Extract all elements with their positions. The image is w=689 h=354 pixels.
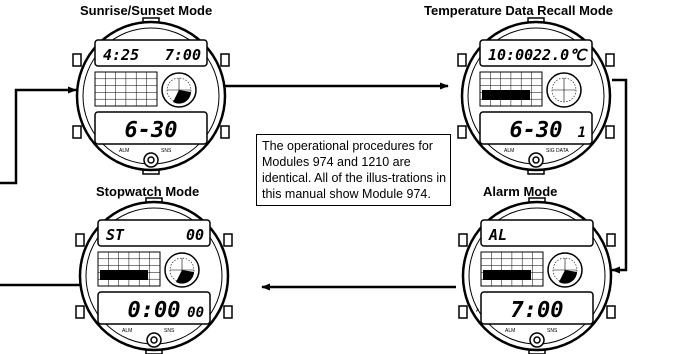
status-label: SNS	[161, 148, 172, 154]
status-label: SNS	[164, 328, 175, 334]
main-readout: 6-30	[125, 118, 178, 143]
main-readout: 0:00	[128, 298, 181, 323]
top-right-readout: 22.0℃	[532, 46, 588, 64]
alarm-watch: AL 7:00 A ALM SNS	[458, 197, 616, 354]
stopwatch-mode-title: Stopwatch Mode	[96, 184, 200, 199]
arrow-temperature-to-alarm	[611, 78, 628, 274]
sunrise-sunset-mode-title: Sunrise/Sunset Mode	[80, 3, 213, 18]
alm-label: ALM	[505, 328, 515, 334]
status-label: SNS	[547, 328, 558, 334]
g-logo-icon	[529, 332, 545, 348]
temperature-data-recall-mode-title: Temperature Data Recall Mode	[424, 3, 614, 18]
g-logo-icon	[146, 332, 162, 348]
module-note: The operational procedures for Modules 9…	[256, 134, 451, 206]
g-logo-icon	[143, 152, 159, 168]
main-suffix-readout: 00	[187, 305, 204, 321]
status-label: SIG DATA	[546, 148, 569, 154]
main-readout: 7:00	[511, 298, 564, 323]
alarm-indicator: A	[476, 308, 480, 314]
top-right-readout: 00	[186, 226, 204, 244]
main-readout: 6-30	[510, 118, 563, 143]
top-left-readout: 10:00	[488, 46, 533, 64]
alm-label: ALM	[504, 148, 514, 154]
alm-label: ALM	[119, 148, 129, 154]
top-left-readout: AL	[488, 226, 507, 244]
arrow-stopwatch-to-sunrise	[0, 90, 86, 287]
main-suffix-readout: 1	[578, 125, 586, 141]
alm-label: ALM	[122, 328, 132, 334]
top-left-readout: ST	[106, 226, 125, 244]
g-logo-icon	[528, 152, 544, 168]
top-right-readout: 7:00	[165, 46, 201, 64]
alarm-mode-title: Alarm Mode	[483, 184, 558, 199]
top-left-readout: 4:25	[103, 46, 139, 64]
